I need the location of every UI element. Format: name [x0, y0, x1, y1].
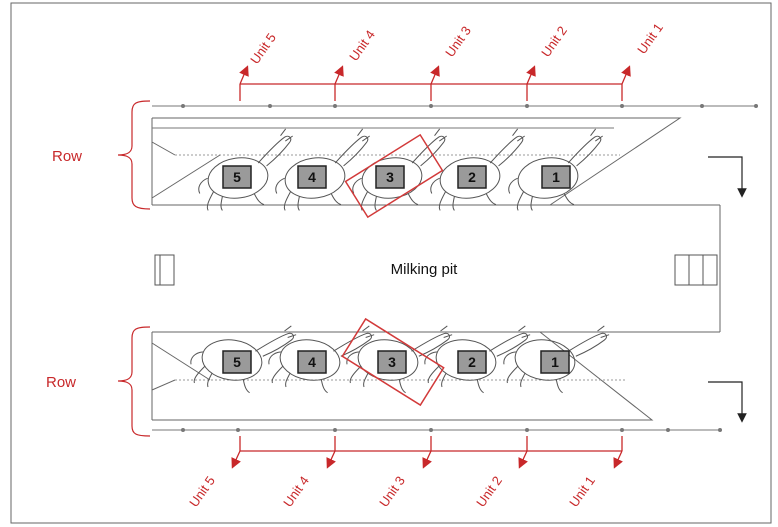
row-label-top: Row [52, 148, 82, 165]
pit-label: Milking pit [391, 261, 459, 278]
unit-label-bottom: Unit 5 [186, 473, 218, 509]
row-label-bottom: Row [46, 374, 76, 391]
stall-label: 2 [468, 169, 476, 185]
row-brace-bottom [117, 326, 151, 437]
stall-label: 1 [551, 354, 559, 370]
unit-label-top: Unit 4 [346, 27, 378, 63]
top-row: 5 4 3 2 1 [151, 104, 758, 219]
unit-label-bottom: Unit 4 [280, 473, 312, 509]
stall-label: 1 [552, 169, 560, 185]
unit-label-bottom: Unit 3 [376, 473, 408, 509]
row-brace-top [117, 100, 151, 210]
unit-label-bottom: Unit 1 [566, 473, 598, 509]
stall-label: 5 [233, 169, 241, 185]
unit-brackets-bottom [231, 436, 623, 469]
unit-brackets-top [239, 65, 631, 101]
unit-label-top: Unit 1 [634, 20, 666, 56]
exit-arrow-bottom [708, 381, 747, 423]
row-braces [117, 100, 151, 437]
unit-label-top: Unit 3 [442, 23, 474, 59]
stall-boxes-top: 5 4 3 2 1 [222, 165, 571, 189]
frame [10, 2, 772, 524]
stall-label: 3 [388, 354, 396, 370]
unit-label-top: Unit 5 [247, 30, 279, 66]
stall-label: 3 [386, 169, 394, 185]
stall-label: 2 [468, 354, 476, 370]
stall-boxes-bottom: 5 4 3 2 1 [222, 350, 570, 374]
unit-label-bottom: Unit 2 [473, 473, 505, 509]
exit-arrow-top [708, 156, 747, 198]
unit-label-top: Unit 2 [538, 23, 570, 59]
pit: Milking pit [154, 205, 721, 332]
highlight-box-bottom [341, 317, 445, 407]
bottom-row: 5 4 3 2 1 [151, 312, 747, 432]
stall-label: 5 [233, 354, 241, 370]
stall-label: 4 [308, 169, 316, 185]
stall-label: 4 [308, 354, 316, 370]
highlight-box-top [344, 133, 444, 219]
